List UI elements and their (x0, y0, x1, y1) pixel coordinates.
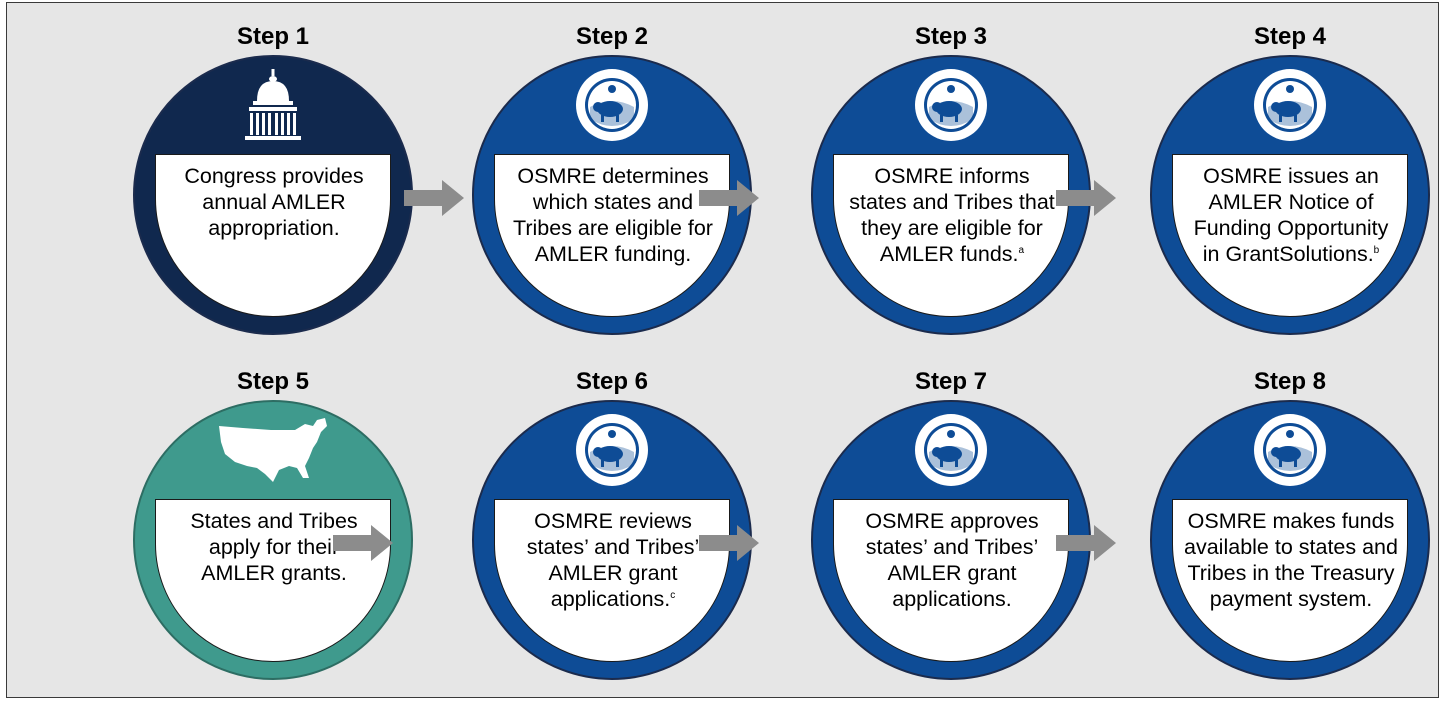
arrow-right-icon (699, 525, 759, 561)
description-panel: OSMRE determines which states and Tribes… (494, 154, 730, 317)
description-panel: States and Tribes apply for their AMLER … (155, 499, 391, 662)
step-title: Step 6 (575, 368, 649, 395)
description-panel: Congress provides annual AMLER appropria… (155, 154, 391, 317)
arrow-right-icon (404, 180, 464, 216)
step-title: Step 3 (914, 23, 988, 50)
step-circle: OSMRE informs states and Tribes that the… (811, 55, 1091, 335)
step-circle: OSMRE makes funds available to states an… (1150, 400, 1430, 680)
doi-seal-icon (576, 414, 648, 486)
step-circle: OSMRE reviews states’ and Tribes’ AMLER … (472, 400, 752, 680)
step-circle: States and Tribes apply for their AMLER … (133, 400, 413, 680)
step-title: Step 8 (1253, 368, 1327, 395)
us-map-icon (219, 418, 327, 482)
doi-seal-icon (576, 69, 648, 141)
description-panel: OSMRE informs states and Tribes that the… (833, 154, 1069, 317)
doi-seal-icon (915, 414, 987, 486)
description-text: OSMRE makes funds available to states an… (1184, 509, 1398, 611)
step-title: Step 5 (236, 368, 310, 395)
arrow-right-icon (699, 180, 759, 216)
description-panel: OSMRE issues an AMLER Notice of Funding … (1172, 154, 1408, 317)
doi-seal-icon (1254, 414, 1326, 486)
description-text: OSMRE reviews states’ and Tribes’ AMLER … (526, 509, 700, 611)
step-description: OSMRE determines which states and Tribes… (495, 163, 731, 267)
description-text: OSMRE approves states’ and Tribes’ AMLER… (865, 509, 1039, 611)
description-panel: OSMRE approves states’ and Tribes’ AMLER… (833, 499, 1069, 662)
step-description: OSMRE reviews states’ and Tribes’ AMLER … (495, 508, 731, 612)
arrow-right-icon (1056, 525, 1116, 561)
arrow-right-icon (333, 525, 393, 561)
diagram-frame: Step 1 (6, 2, 1439, 698)
step-title: Step 7 (914, 368, 988, 395)
footnote-marker: c (670, 590, 676, 601)
step-description: OSMRE informs states and Tribes that the… (834, 163, 1070, 267)
step-description: OSMRE makes funds available to states an… (1173, 508, 1409, 612)
step-circle: OSMRE issues an AMLER Notice of Funding … (1150, 55, 1430, 335)
footnote-marker: b (1373, 245, 1380, 256)
step-title: Step 4 (1253, 23, 1327, 50)
description-text: OSMRE issues an AMLER Notice of Funding … (1193, 164, 1389, 266)
footnote-marker: a (1018, 245, 1025, 256)
description-text: States and Tribes apply for their AMLER … (190, 509, 358, 585)
step-circle: OSMRE approves states’ and Tribes’ AMLER… (811, 400, 1091, 680)
description-text: OSMRE informs states and Tribes that the… (849, 164, 1055, 266)
doi-seal-icon (915, 69, 987, 141)
step-description: OSMRE issues an AMLER Notice of Funding … (1173, 163, 1409, 267)
step-description: OSMRE approves states’ and Tribes’ AMLER… (834, 508, 1070, 612)
arrow-right-icon (1056, 180, 1116, 216)
description-text: Congress provides annual AMLER appropria… (184, 164, 364, 240)
capitol-icon (245, 69, 301, 140)
step-circle: Congress provides annual AMLER appropria… (133, 55, 413, 335)
step-title: Step 2 (575, 23, 649, 50)
step-description: Congress provides annual AMLER appropria… (156, 163, 392, 241)
description-text: OSMRE determines which states and Tribes… (513, 164, 713, 266)
description-panel: OSMRE makes funds available to states an… (1172, 499, 1408, 662)
doi-seal-icon (1254, 69, 1326, 141)
step-description: States and Tribes apply for their AMLER … (156, 508, 392, 586)
description-panel: OSMRE reviews states’ and Tribes’ AMLER … (494, 499, 730, 662)
step-title: Step 1 (236, 23, 310, 50)
